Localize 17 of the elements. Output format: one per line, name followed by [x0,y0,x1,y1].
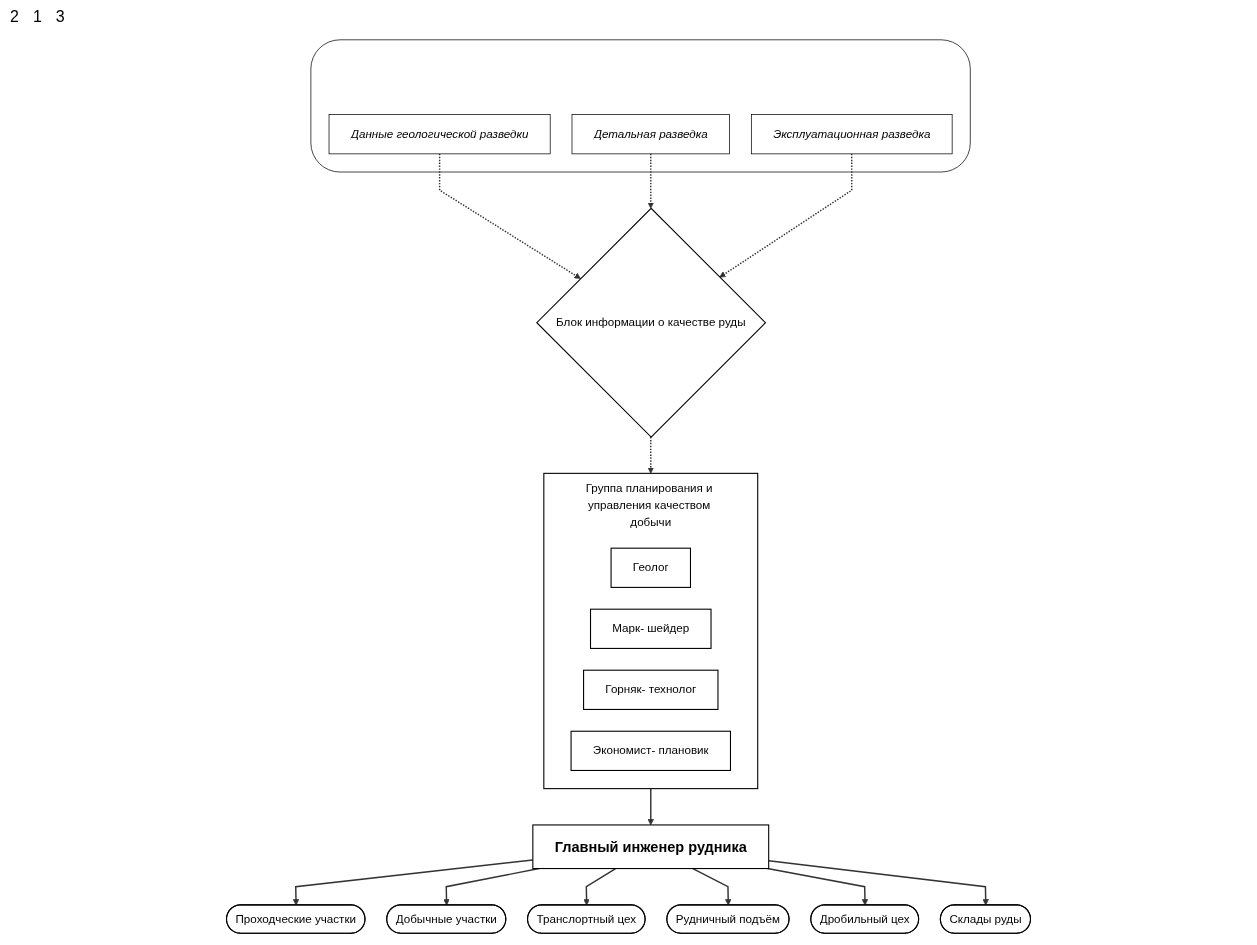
node-box: Горняк- технолог [583,669,719,710]
callout-number: 2 [10,8,19,26]
cluster [310,39,971,173]
arrow [647,436,654,474]
arrow [767,860,989,906]
node-diamond: Блок информации о качестве руды [536,207,767,438]
node-box: Марк- шейдер [589,608,712,649]
arrow [583,867,617,906]
node-box: Эксплуатационная разведка [750,114,953,155]
arrow [766,867,869,906]
arrow [692,867,732,906]
node-box: Геолог [610,547,691,588]
node-box: Главный инженер рудника [532,824,770,870]
arrow [647,787,654,826]
callout-number: 3 [55,8,65,26]
node-box: Экономист- плановик [570,730,731,771]
callout-number: 1 [32,8,42,26]
